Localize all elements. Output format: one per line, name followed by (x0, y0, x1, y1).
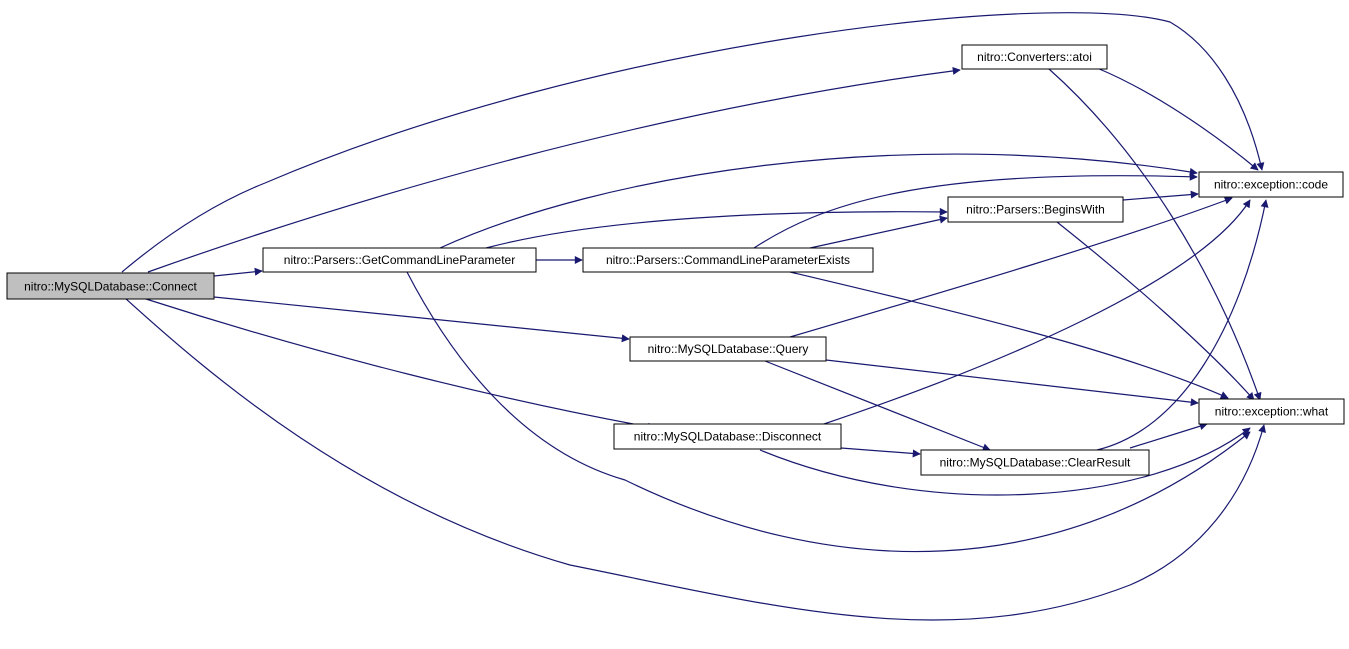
edge-disconnect-clearres (840, 447, 921, 458)
node-what[interactable]: nitro::exception::what (1198, 398, 1345, 425)
node-label: nitro::Parsers::CommandLineParameterExis… (606, 253, 850, 267)
edge-connect-disconnect (145, 298, 656, 431)
node-getcmd[interactable]: nitro::Parsers::GetCommandLineParameter (262, 247, 537, 273)
edge-connect-atoi (147, 66, 961, 273)
edge-disconnect-what (759, 427, 1251, 496)
edge-cmdexists-what (789, 271, 1229, 399)
node-label: nitro::MySQLDatabase::Connect (24, 280, 197, 294)
edge-atoi-what (1048, 68, 1262, 401)
edge-atoi-code (1096, 67, 1259, 171)
edge-cmdexists-code (753, 172, 1198, 249)
node-label: nitro::Converters::atoi (977, 50, 1092, 64)
node-label: nitro::MySQLDatabase::Query (648, 342, 809, 356)
edge-getcmd-begins (485, 207, 948, 249)
edge-connect-query (213, 296, 630, 343)
node-cmdexists[interactable]: nitro::Parsers::CommandLineParameterExis… (582, 247, 874, 273)
node-label: nitro::Parsers::GetCommandLineParameter (284, 253, 515, 267)
edge-connect-getcmd (213, 267, 263, 277)
edge-connect-code (121, 12, 1265, 273)
node-begins[interactable]: nitro::Parsers::BeginsWith (947, 196, 1124, 223)
edge-getcmd-code (439, 153, 1198, 249)
node-clearres[interactable]: nitro::MySQLDatabase::ClearResult (920, 449, 1150, 476)
edge-query-what (825, 359, 1199, 407)
node-connect[interactable]: nitro::MySQLDatabase::Connect (6, 272, 215, 300)
node-label: nitro::MySQLDatabase::ClearResult (940, 456, 1131, 470)
node-atoi[interactable]: nitro::Converters::atoi (961, 44, 1108, 70)
edges (121, 12, 1269, 621)
nodes: nitro::MySQLDatabase::Connect nitro::Par… (6, 44, 1345, 476)
node-query[interactable]: nitro::MySQLDatabase::Query (629, 336, 827, 362)
edge-connect-what (124, 297, 1266, 621)
edge-begins-what (1056, 221, 1255, 401)
node-code[interactable]: nitro::exception::code (1198, 171, 1344, 198)
node-label: nitro::MySQLDatabase::Disconnect (634, 430, 822, 444)
node-label: nitro::exception::what (1215, 405, 1329, 419)
edge-cmdexists-begins (809, 215, 948, 249)
edge-getcmd-what (406, 271, 1251, 553)
node-label: nitro::exception::code (1214, 178, 1328, 192)
edge-begins-code (1122, 190, 1199, 201)
node-disconnect[interactable]: nitro::MySQLDatabase::Disconnect (613, 423, 842, 450)
edge-clearres-code (1096, 199, 1269, 451)
node-label: nitro::Parsers::BeginsWith (966, 203, 1105, 217)
edge-clearres-what (1129, 422, 1208, 449)
edge-disconnect-code (817, 199, 1251, 427)
edge-query-code (789, 196, 1233, 338)
